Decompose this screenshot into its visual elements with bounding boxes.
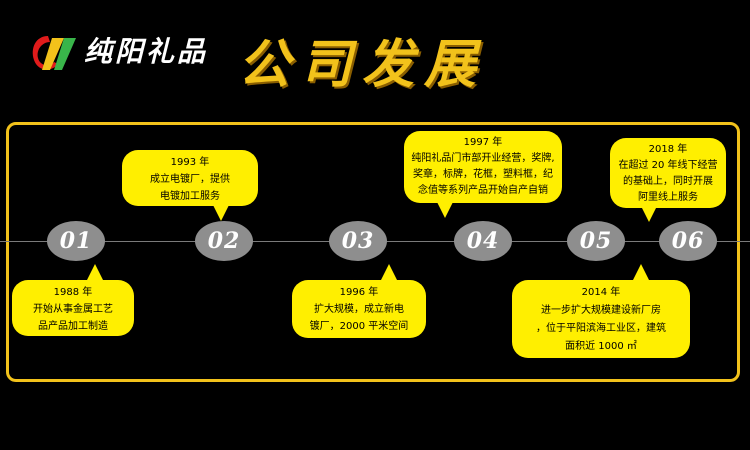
- milestone-text: 在超过 20 年线下经营: [618, 160, 718, 171]
- milestone-text: 扩大规模，成立新电: [314, 304, 404, 315]
- milestone-year: 2018 年: [648, 144, 688, 155]
- milestone-1993: 1993 年 成立电镀厂，提供 电镀加工服务: [122, 150, 258, 206]
- bubble-tail: [436, 200, 454, 218]
- milestone-1996: 1996 年 扩大规模，成立新电 镀厂，2000 平米空间: [292, 280, 426, 338]
- logo-text: 纯阳礼品: [84, 35, 209, 68]
- milestone-text: 电镀加工服务: [160, 191, 220, 202]
- milestone-text: 开始从事金属工艺: [33, 304, 113, 315]
- milestone-text: 纯阳礼品门市部开业经营，奖牌,: [411, 153, 555, 164]
- bubble-tail: [640, 204, 658, 222]
- timeline-node-02: 02: [195, 221, 253, 261]
- milestone-text: 品产品加工制造: [38, 321, 108, 332]
- milestone-text: 念值等系列产品开始自产自销: [418, 185, 548, 196]
- bubble-tail: [380, 264, 398, 282]
- timeline-node-01: 01: [47, 221, 105, 261]
- milestone-year: 1988 年: [53, 287, 93, 298]
- milestone-text: 进一步扩大规模建设新厂房: [541, 305, 661, 316]
- milestone-text: 镀厂，2000 平米空间: [309, 321, 409, 332]
- bubble-tail: [212, 203, 230, 221]
- milestone-1997: 1997 年 纯阳礼品门市部开业经营，奖牌, 奖章，标牌，花框，塑料框，纪 念值…: [404, 131, 562, 203]
- bubble-tail: [86, 264, 104, 282]
- milestone-2014: 2014 年 进一步扩大规模建设新厂房 ，位于平阳滨海工业区，建筑 面积近 10…: [512, 280, 690, 358]
- milestone-year: 1996 年: [339, 287, 379, 298]
- milestone-text: 奖章，标牌，花框，塑料框，纪: [413, 169, 553, 180]
- timeline-node-03: 03: [329, 221, 387, 261]
- milestone-1988: 1988 年 开始从事金属工艺 品产品加工制造: [12, 280, 134, 336]
- milestone-year: 2014 年: [581, 287, 621, 298]
- milestone-text: 面积近 1000 ㎡: [565, 341, 637, 352]
- milestone-text: ，位于平阳滨海工业区，建筑: [536, 323, 666, 334]
- bubble-tail: [632, 264, 650, 282]
- page-title: 公司发展: [238, 34, 487, 95]
- milestone-year: 1993 年: [170, 157, 210, 168]
- timeline-node-04: 04: [454, 221, 512, 261]
- timeline-node-05: 05: [567, 221, 625, 261]
- milestone-text: 的基础上，同时开展: [623, 176, 713, 187]
- timeline-node-06: 06: [659, 221, 717, 261]
- timeline-frame: [6, 122, 740, 382]
- milestone-2018: 2018 年 在超过 20 年线下经营 的基础上，同时开展 阿里线上服务: [610, 138, 726, 208]
- logo-icon: [32, 36, 76, 70]
- milestone-text: 阿里线上服务: [638, 192, 698, 203]
- milestone-text: 成立电镀厂，提供: [150, 174, 230, 185]
- milestone-year: 1997 年: [463, 137, 503, 148]
